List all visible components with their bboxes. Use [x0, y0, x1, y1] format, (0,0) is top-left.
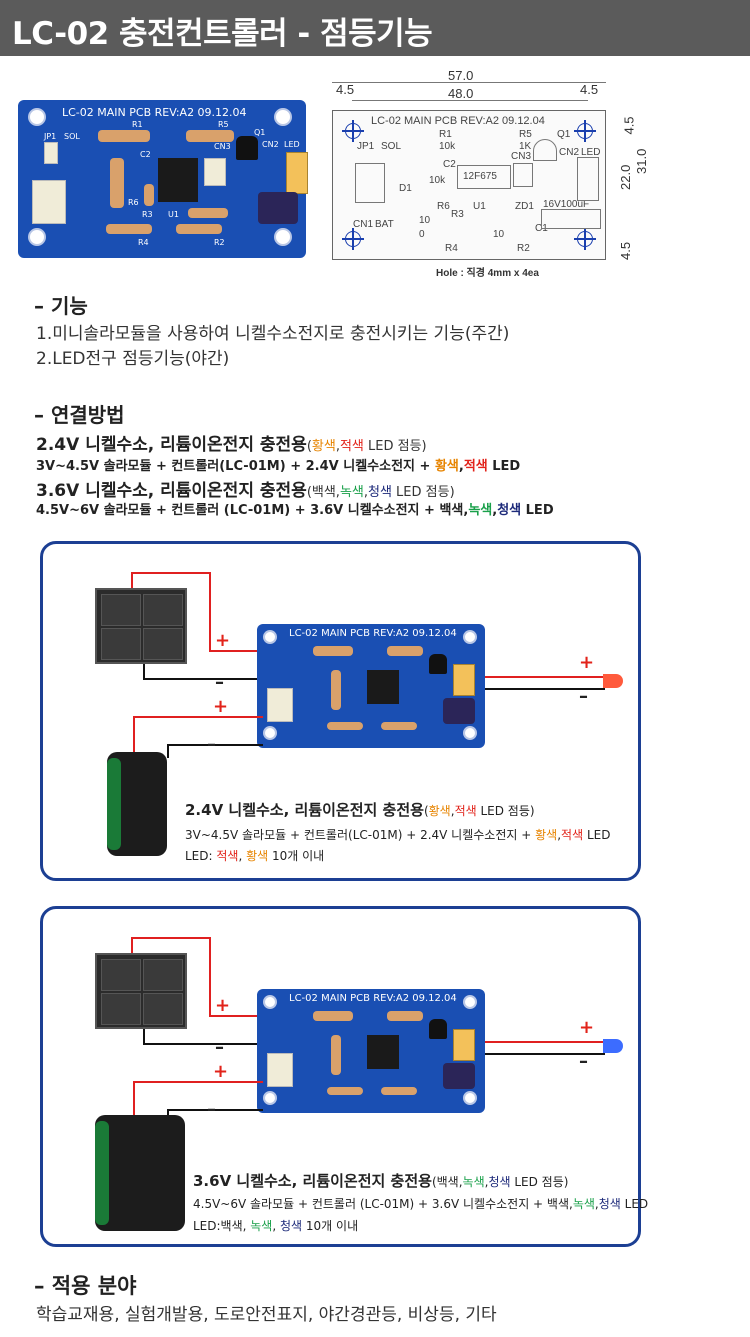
sch-r3: R3: [451, 209, 464, 220]
pcb-c2: C2: [140, 150, 151, 159]
battery-minus: –: [207, 1099, 216, 1120]
pcb-r1: R1: [132, 120, 143, 129]
title-bar: LC-02 충전컨트롤러 - 점등기능: [0, 0, 750, 56]
diagram2-led: LED:백색, 녹색, 청색 10개 이내: [193, 1219, 359, 1233]
pcb-r6: R6: [128, 198, 139, 207]
schematic-board-label: LC-02 MAIN PCB REV:A2 09.12.04: [371, 115, 545, 127]
diagram1-led: LED: 적색, 황색 10개 이내: [185, 849, 325, 863]
solar-module: [95, 953, 187, 1029]
function-heading: – 기능: [34, 294, 88, 318]
led-plus: +: [579, 1017, 595, 1038]
schematic-board: LC-02 MAIN PCB REV:A2 09.12.04 R1 R5 Q1 …: [332, 110, 606, 260]
dim-inner-width: 48.0: [448, 86, 474, 101]
dim-height-inner: 22.0: [618, 164, 633, 190]
sch-10-a: 10: [419, 215, 431, 226]
controller-label: LC-02 MAIN PCB REV:A2 09.12.04: [289, 993, 457, 1004]
dim-margin-bottom: 4.5: [618, 241, 633, 260]
sch-c2: C2: [443, 159, 456, 170]
sch-r5: R5: [519, 129, 532, 140]
solar-minus: –: [215, 1037, 224, 1058]
wiring-diagram-3-6v: + – LC-02 MAIN PCB REV:A2 09.12.04 + – +…: [40, 906, 648, 1247]
diagram2-line: 4.5V~6V 솔라모듈 + 컨트롤러 (LC-01M) + 3.6V 니켈수소…: [193, 1197, 649, 1211]
sch-r2: R2: [517, 243, 530, 254]
sch-0: 0: [419, 229, 425, 240]
red-led: [603, 674, 623, 688]
sch-u1: U1: [473, 201, 486, 212]
connection-b-title: 3.6V 니켈수소, 리튬이온전지 충전용(백색,녹색,청색 LED 점등): [36, 481, 455, 501]
dim-height-total: 31.0: [634, 148, 649, 174]
pcb-label: LC-02 MAIN PCB REV:A2 09.12.04: [62, 106, 247, 119]
controller-pcb: LC-02 MAIN PCB REV:A2 09.12.04: [257, 624, 485, 748]
sch-10-b: 10: [493, 229, 505, 240]
pcb-r5: R5: [218, 120, 229, 129]
battery-plus: +: [213, 696, 229, 717]
hole-note: Hole : 직경 4mm x 4ea: [436, 268, 539, 279]
pcb-jp1: JP1: [44, 132, 57, 141]
connection-a-line: 3V~4.5V 솔라모듈 + 컨트롤러(LC-01M) + 2.4V 니켈수소전…: [36, 459, 521, 474]
sch-bat: BAT: [375, 219, 394, 230]
sch-10k-vert: 10k: [429, 175, 446, 186]
pcb-led: LED: [284, 140, 300, 149]
connection-b-line: 4.5V~6V 솔라모듈 + 컨트롤러 (LC-01M) + 3.6V 니켈수소…: [36, 503, 554, 518]
sch-zd1: ZD1: [515, 201, 534, 212]
diagram2-title: 3.6V 니켈수소, 리튬이온전지 충전용(백색,녹색,청색 LED 점등): [193, 1172, 569, 1190]
pcb-r2: R2: [214, 238, 225, 247]
controller-pcb: LC-02 MAIN PCB REV:A2 09.12.04: [257, 989, 485, 1113]
pcb-u1: U1: [168, 210, 179, 219]
connection-heading: – 연결방법: [34, 403, 125, 427]
wiring-diagram-2-4v: + – LC-02 MAIN PCB REV:A2 09.12.04 + – +…: [40, 541, 641, 881]
battery-pack: [107, 752, 167, 856]
solar-plus: +: [215, 995, 231, 1016]
sch-r6: R6: [437, 201, 450, 212]
sch-cn3: CN3: [511, 151, 532, 162]
sch-r4: R4: [445, 243, 458, 254]
led-minus: –: [579, 686, 588, 707]
sch-d1: D1: [399, 183, 412, 194]
sch-10k: 10k: [439, 141, 456, 152]
solar-plus: +: [215, 630, 231, 651]
function-item-1: 1.미니솔라모듈을 사용하여 니켈수소전지로 충전시키는 기능(주간): [36, 324, 510, 344]
application-text: 학습교재용, 실험개발용, 도로안전표지, 야간경관등, 비상등, 기타: [36, 1305, 497, 1325]
sch-1k: 1K: [519, 141, 532, 152]
sch-cn1: CN1: [353, 219, 374, 230]
pcb-cn3: CN3: [214, 142, 231, 151]
pcb-r4: R4: [138, 238, 149, 247]
sch-sol: SOL: [381, 141, 402, 152]
battery-minus: –: [207, 734, 216, 755]
sch-led: LED: [581, 147, 601, 158]
pcb-dimension-drawing: 57.0 4.5 48.0 4.5 LC-02 MAIN PCB REV:A2 …: [332, 68, 649, 279]
pcb-r3: R3: [142, 210, 153, 219]
diagram1-line: 3V~4.5V 솔라모듈 + 컨트롤러(LC-01M) + 2.4V 니켈수소전…: [185, 828, 611, 842]
page-title: LC-02 충전컨트롤러 - 점등기능: [12, 16, 433, 52]
function-item-2: 2.LED전구 점등기능(야간): [36, 349, 230, 369]
pcb-photo: LC-02 MAIN PCB REV:A2 09.12.04 JP1 SOL R…: [18, 100, 308, 258]
solar-minus: –: [215, 672, 224, 693]
sch-cn2: CN2: [559, 147, 580, 158]
sch-jp1: JP1: [357, 141, 375, 152]
sch-q1: Q1: [557, 129, 571, 140]
connection-a-title: 2.4V 니켈수소, 리튬이온전지 충전용(황색,적색 LED 점등): [36, 435, 427, 455]
led-plus: +: [579, 652, 595, 673]
pcb-cn2: CN2: [262, 140, 279, 149]
controller-label: LC-02 MAIN PCB REV:A2 09.12.04: [289, 628, 457, 639]
led-minus: –: [579, 1051, 588, 1072]
sch-cap: 16V100uF: [543, 199, 590, 210]
sch-ic: 12F675: [463, 171, 497, 182]
dim-margin-top: 4.5: [621, 116, 637, 135]
solar-module: [95, 588, 187, 664]
battery-pack: [95, 1115, 185, 1231]
pcb-sol: SOL: [64, 132, 80, 141]
sch-r1: R1: [439, 129, 452, 140]
dim-margin-left: 4.5: [336, 82, 355, 97]
dim-total-width: 57.0: [448, 68, 474, 83]
blue-led: [603, 1039, 623, 1053]
dim-margin-right: 4.5: [580, 82, 599, 97]
battery-plus: +: [213, 1061, 229, 1082]
diagram1-title: 2.4V 니켈수소, 리튬이온전지 충전용(황색,적색 LED 점등): [185, 801, 535, 819]
pcb-q1: Q1: [254, 128, 266, 137]
application-heading: – 적용 분야: [34, 1274, 137, 1298]
